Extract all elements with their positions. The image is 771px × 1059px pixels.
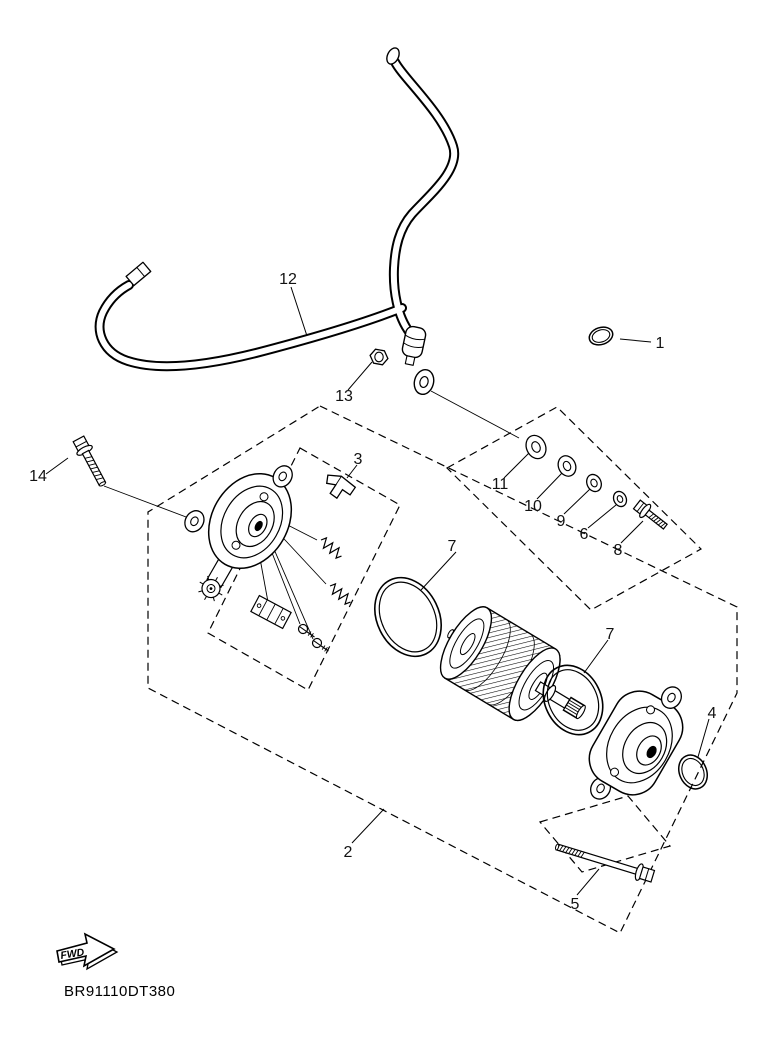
- o-ring-7-front: [374, 576, 442, 658]
- brush-spring-2: [329, 582, 351, 606]
- o-ring-7-rear: [542, 664, 604, 736]
- main-assembly-boundary: [147, 405, 738, 934]
- fwd-label: FWD: [60, 946, 86, 962]
- callout-11: 11: [492, 476, 509, 493]
- rear-bracket: [588, 686, 684, 800]
- washer-10: [557, 455, 577, 477]
- fwd-arrow: FWD: [56, 932, 119, 971]
- armature: [439, 606, 586, 722]
- through-bolt-5: [554, 843, 656, 883]
- brush-spring-1: [320, 536, 342, 560]
- through-bolt-boundary: [538, 795, 672, 873]
- front-bracket: [184, 465, 293, 602]
- cable-rubber-boot: [401, 325, 427, 366]
- callout-5: 5: [571, 896, 580, 913]
- terminal-bolt-8: [632, 499, 668, 530]
- washer-11: [525, 434, 547, 460]
- brush-screw-1: [297, 623, 315, 638]
- assembly-lines: [103, 390, 520, 640]
- callout-3: 3: [354, 451, 363, 468]
- callouts: 1 2 3 4 5 6 7 7 8 9 10 11 12 13 14: [29, 271, 716, 913]
- brush-screw-2: [311, 637, 329, 652]
- callout-7-rear: 7: [606, 626, 615, 643]
- pinion-gear: [198, 575, 224, 602]
- brush-plate: [250, 594, 292, 630]
- o-ring-1: [588, 326, 614, 346]
- callout-1: 1: [656, 335, 665, 352]
- cable-flat-terminal: [125, 261, 152, 287]
- cable-top-connector: [386, 47, 400, 65]
- brush-holder-set: [250, 474, 357, 652]
- callout-9: 9: [557, 513, 566, 530]
- washer-9: [586, 473, 602, 493]
- terminal-hardware: [525, 434, 668, 530]
- callout-4: 4: [708, 705, 717, 722]
- leader-lines: [45, 286, 710, 896]
- callout-2: 2: [344, 844, 353, 861]
- o-ring-4: [678, 754, 708, 790]
- callout-8: 8: [614, 542, 623, 559]
- callout-14: 14: [29, 468, 47, 485]
- washer-6: [612, 490, 628, 508]
- brush-holder-bracket: [325, 474, 357, 500]
- callout-6: 6: [580, 526, 589, 543]
- callout-10: 10: [524, 498, 542, 515]
- mount-bolt-14: [72, 435, 107, 487]
- terminal-nut: [369, 348, 389, 366]
- terminal-hardware-boundary: [446, 406, 702, 611]
- diagram-code: BR91110DT380: [64, 983, 175, 1000]
- callout-12: 12: [279, 271, 297, 288]
- starter-cable: [94, 47, 460, 396]
- callout-13: 13: [335, 388, 353, 405]
- dashed-boundaries: [147, 405, 738, 934]
- cable-ring-terminal: [413, 368, 435, 396]
- callout-7-front: 7: [448, 538, 457, 555]
